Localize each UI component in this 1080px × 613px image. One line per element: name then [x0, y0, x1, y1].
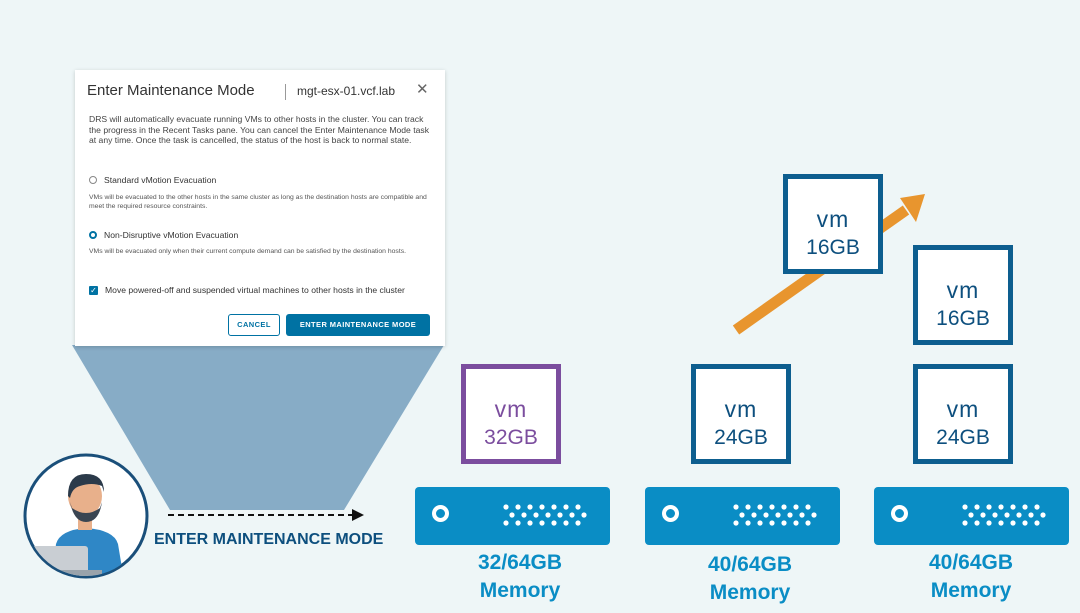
option-nondisruptive-label: Non-Disruptive vMotion Evacuation [104, 230, 239, 240]
host2-memory-unit: Memory [709, 581, 791, 604]
cancel-button[interactable]: CANCEL [228, 314, 280, 336]
host2-memory-value: 40/64GB [707, 553, 793, 576]
vm-label: vm [946, 277, 980, 303]
vm-size: 16GB [936, 307, 990, 330]
vm-size: 24GB [714, 426, 768, 449]
host-vent-icon [733, 504, 817, 526]
option-standard-note: VMs will be evacuated to the other hosts… [89, 194, 427, 210]
host-indicator-icon [891, 505, 908, 522]
vm-label: vm [494, 396, 528, 422]
option-nondisruptive-vmotion[interactable]: Non-Disruptive vMotion Evacuation [89, 230, 238, 240]
move-vms-label: Move powered-off and suspended virtual m… [105, 285, 405, 295]
vm-box-16gb-migrating: vm 16GB [783, 174, 883, 274]
dialog-description: DRS will automatically evacuate running … [89, 114, 429, 146]
move-vms-checkbox[interactable]: ✓ [89, 285, 98, 295]
user-avatar-icon [23, 453, 149, 579]
vm-box-32gb: vm 32GB [461, 364, 561, 464]
host3-memory-unit: Memory [930, 579, 1012, 602]
close-icon[interactable]: ✕ [416, 81, 429, 98]
host3-memory-value: 40/64GB [928, 551, 1014, 574]
enter-maintenance-mode-button[interactable]: ENTER MAINTENANCE MODE [286, 314, 430, 336]
option-standard-label: Standard vMotion Evacuation [104, 175, 217, 185]
dashed-arrow [168, 509, 364, 521]
host1-memory-unit: Memory [479, 579, 561, 602]
option-standard-vmotion[interactable]: Standard vMotion Evacuation [89, 175, 216, 185]
dialog-title: Enter Maintenance Mode [87, 82, 255, 99]
radio-standard[interactable] [89, 176, 97, 184]
funnel-shape [72, 345, 444, 510]
vm-box-24gb-host2: vm 24GB [691, 364, 791, 464]
vm-box-16gb-host3: vm 16GB [913, 245, 1013, 345]
host1-memory-label: 32/64GB Memory [420, 549, 620, 605]
host-server-3 [874, 487, 1069, 545]
vm-size: 16GB [806, 236, 860, 259]
vm-label: vm [724, 396, 758, 422]
host-indicator-icon [432, 505, 449, 522]
host3-memory-label: 40/64GB Memory [871, 549, 1071, 605]
host-server-2 [645, 487, 840, 545]
radio-nondisruptive[interactable] [89, 231, 97, 239]
vm-size: 32GB [484, 426, 538, 449]
vm-label: vm [816, 206, 850, 232]
dialog-host-name: mgt-esx-01.vcf.lab [297, 84, 396, 98]
host-indicator-icon [662, 505, 679, 522]
vm-size: 24GB [936, 426, 990, 449]
host-server-1 [415, 487, 610, 545]
option-nondisruptive-note: VMs will be evacuated only when their cu… [89, 248, 406, 255]
host1-memory-value: 32/64GB [477, 551, 563, 574]
title-separator [285, 84, 286, 100]
host-vent-icon [962, 504, 1046, 526]
vm-box-24gb-host3: vm 24GB [913, 364, 1013, 464]
enter-maintenance-mode-label: ENTER MAINTENANCE MODE [154, 531, 384, 548]
vm-label: vm [946, 396, 980, 422]
host2-memory-label: 40/64GB Memory [650, 551, 850, 607]
host-vent-icon [503, 504, 587, 526]
maintenance-mode-dialog: Enter Maintenance Mode mgt-esx-01.vcf.la… [75, 70, 445, 346]
move-vms-checkbox-row[interactable]: ✓ Move powered-off and suspended virtual… [89, 285, 405, 295]
